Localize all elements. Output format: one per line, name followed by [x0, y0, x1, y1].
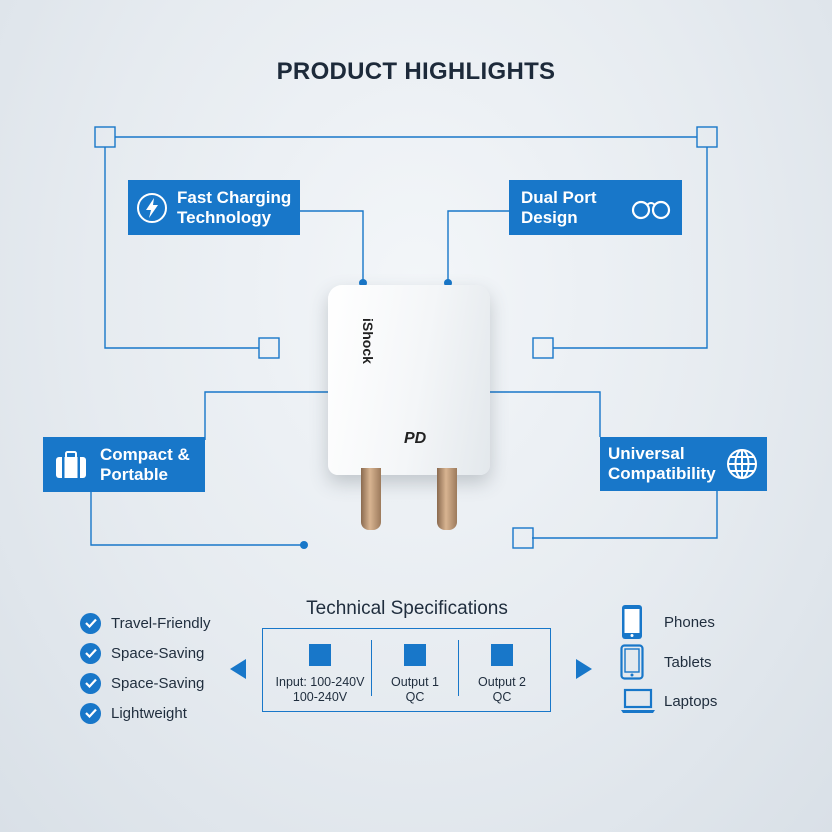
spec-input: Input: 100-240V 100-240V: [268, 630, 372, 712]
specs-title: Technical Specifications: [306, 598, 508, 619]
badge-compact-line1: Compact &: [100, 444, 190, 464]
badge-universal-line2: Compatibility: [608, 464, 716, 483]
spec-output-1-line1: Output 1: [391, 675, 439, 689]
device-label: Laptops: [664, 692, 718, 710]
globe-icon: [727, 449, 757, 479]
device-label: Tablets: [664, 653, 712, 671]
charger-prong-right: [437, 468, 457, 530]
check-icon: [80, 702, 101, 724]
spec-output-1: Output 1 QC: [372, 630, 458, 712]
charger-prong-left: [361, 468, 381, 530]
spec-output-2-square-icon: [491, 644, 513, 666]
next-arrow-icon[interactable]: [574, 658, 594, 680]
briefcase-icon: [56, 450, 86, 478]
laptop-icon: [621, 688, 655, 713]
feature-item: Lightweight: [80, 702, 187, 724]
dual-port-icon: [631, 200, 671, 219]
badge-compact-line2: Portable: [100, 464, 169, 484]
spec-input-line2: 100-240V: [292, 690, 348, 704]
feature-label: Travel-Friendly: [111, 614, 211, 632]
phone-icon: [622, 605, 642, 639]
feature-item: Travel-Friendly: [80, 612, 210, 634]
device-item-tablets: Tablets: [620, 644, 712, 680]
device-item-phones: Phones: [620, 604, 715, 640]
spec-output-2-line1: Output 2: [478, 675, 526, 689]
badge-dual-port: Dual Port Design: [509, 180, 682, 235]
specs-table: [262, 628, 551, 712]
badge-fast-charging-line1: Fast Charging: [177, 187, 292, 207]
spec-output-2: Output 2 QC: [459, 630, 545, 712]
badge-fast-charging: Fast Charging Technology: [128, 180, 300, 235]
spec-input-square-icon: [309, 644, 331, 666]
spec-output-1-square-icon: [404, 644, 426, 666]
feature-label: Lightweight: [111, 704, 187, 722]
device-label: Phones: [664, 613, 715, 631]
badge-dual-port-line2: Design: [521, 207, 578, 227]
feature-label: Space-Saving: [111, 674, 205, 692]
pd-logo: PD: [404, 430, 427, 447]
page-title: PRODUCT HIGHLIGHTS: [276, 58, 556, 85]
badge-universal: Universal Compatibility: [600, 437, 767, 491]
specs-divider: [458, 640, 459, 696]
check-icon: [80, 672, 101, 694]
badge-fast-charging-line2: Technology: [177, 207, 272, 227]
previous-arrow-icon[interactable]: [228, 658, 248, 680]
device-item-laptops: Laptops: [620, 688, 717, 714]
feature-item: Space-Saving: [80, 672, 204, 694]
brand-logo: iShock: [360, 318, 376, 364]
spec-input-line1: Input: 100-240V: [275, 675, 365, 689]
check-icon: [80, 642, 101, 664]
specs-divider: [371, 640, 372, 696]
badge-compact: Compact & Portable: [43, 437, 205, 492]
tablet-icon: [620, 644, 644, 680]
lightning-icon: [137, 192, 167, 223]
check-icon: [80, 612, 101, 634]
spec-output-2-line2: QC: [492, 690, 512, 704]
feature-item: Space-Saving: [80, 642, 204, 664]
spec-output-1-line2: QC: [405, 690, 425, 704]
charger-body: [328, 285, 490, 475]
badge-dual-port-line1: Dual Port: [521, 187, 597, 207]
badge-universal-line1: Universal: [608, 444, 685, 463]
feature-label: Space-Saving: [111, 644, 205, 662]
